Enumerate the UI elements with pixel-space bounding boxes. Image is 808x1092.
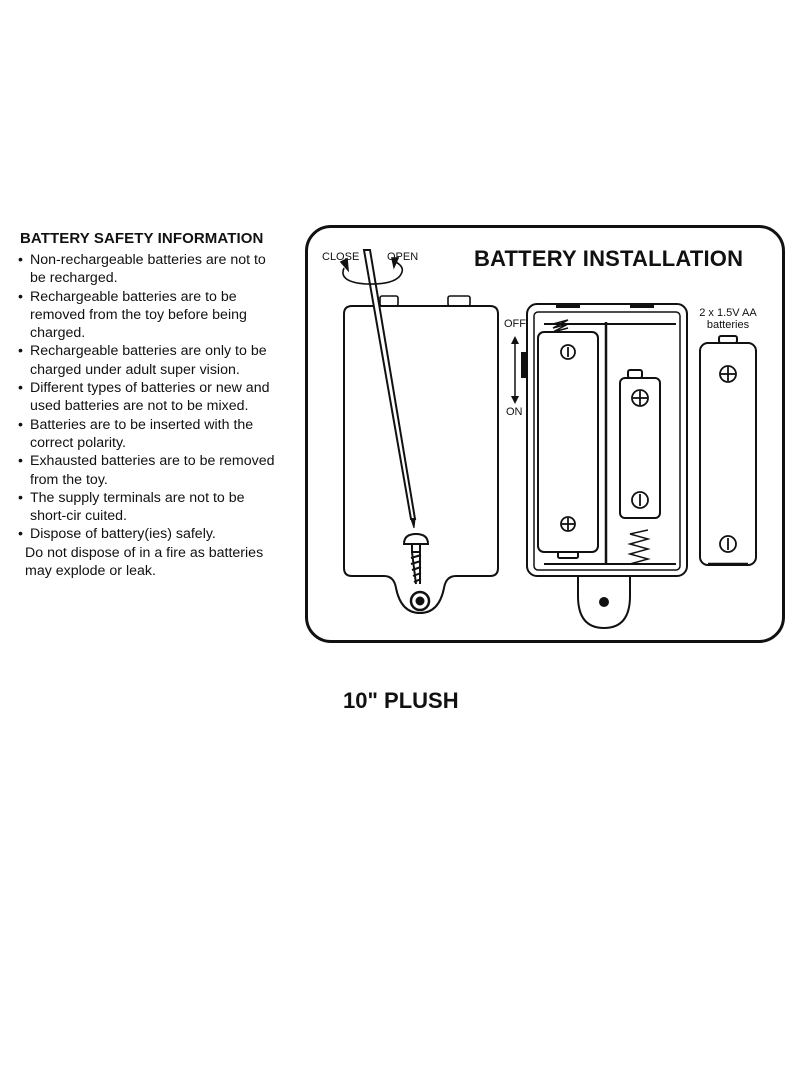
product-model: 10" PLUSH [343, 688, 459, 713]
battery-body [619, 377, 661, 519]
safety-item: • The supply terminals are not to be shor… [18, 489, 300, 526]
battery-cap [627, 369, 643, 379]
plus-terminal-icon [719, 365, 737, 383]
plus-terminal-icon [631, 389, 649, 407]
screw-thread [410, 554, 422, 583]
rotation-arrow [339, 257, 404, 285]
screw-head [402, 532, 430, 545]
compartment-inner [533, 311, 681, 571]
battery-installed-left [537, 331, 599, 559]
battery-safety-section: BATTERY SAFETY INFORMATION • Non-recharge… [18, 230, 300, 580]
safety-item: • Batteries are to be inserted with the c… [18, 416, 300, 453]
bullet: • [18, 416, 23, 433]
loose-aa-battery [699, 335, 757, 566]
safety-item-text: Rechargeable batteries are to be removed… [30, 288, 247, 342]
bullet: • [18, 252, 23, 268]
screwdriver [362, 249, 417, 529]
spring-top [552, 319, 569, 333]
compartment-outer [526, 303, 688, 577]
battery-cap [718, 335, 738, 344]
installation-title: BATTERY INSTALLATION [474, 246, 744, 271]
close-label: CLOSE [322, 251, 360, 263]
screw [402, 532, 430, 585]
safety-item: • Different types of batteries or new and… [18, 379, 300, 416]
spring-bottom [627, 529, 651, 565]
safety-list: • Non-rechargeable batteries are not to b… [18, 251, 300, 544]
rotation-arc [342, 260, 404, 285]
minus-terminal-icon [631, 491, 649, 509]
switch-knob [521, 352, 527, 378]
screwdriver-tip [410, 518, 416, 529]
compartment-screw-hole [599, 597, 609, 607]
bullet: • [18, 288, 23, 305]
minus-terminal-icon [560, 344, 576, 360]
safety-item: • Exhausted batteries are to be removed f… [18, 452, 300, 489]
battery-installation-panel: BATTERY INSTALLATION CLOSE OPEN OFF ON 2… [305, 225, 785, 643]
on-label: ON [506, 406, 523, 418]
safety-item-text: Non-rechargeable batteries are not to be… [30, 252, 266, 287]
safety-item-text: Rechargeable batteries are only to be ch… [30, 343, 267, 378]
battery-compartment [511, 303, 688, 630]
screw-hole-inner [415, 596, 425, 606]
cover-outline [343, 305, 499, 615]
compartment-top-tab-left [556, 304, 580, 308]
safety-item: • Dispose of battery(ies) safely. [18, 525, 300, 543]
cover-tab-right [447, 295, 471, 307]
safety-title: BATTERY SAFETY INFORMATION [20, 230, 264, 247]
screw-hole-outer [409, 590, 431, 612]
screwdriver-shaft [362, 249, 417, 520]
bullet: • [18, 489, 23, 506]
safety-item-text: The supply terminals are not to be short… [30, 489, 245, 525]
off-label: OFF [504, 318, 526, 330]
battery-installed-right [619, 369, 661, 519]
switch-arrow-down [511, 396, 519, 404]
minus-terminal-icon [719, 535, 737, 553]
cover-tab-left [379, 295, 399, 307]
plus-terminal-icon [560, 516, 576, 532]
battery-cover [343, 295, 499, 615]
safety-item: • Rechargeable batteries are to be remove… [18, 288, 300, 343]
battery-cap [557, 551, 579, 559]
safety-item-text: Different types of batteries or new and … [30, 380, 270, 415]
compartment-screw-tab [577, 576, 631, 630]
installation-diagram [339, 249, 757, 630]
safety-extra-text: Do not dispose of in a fire as batteries… [25, 544, 264, 580]
bullet: • [18, 343, 23, 360]
bullet: • [18, 453, 23, 470]
safety-item: • Non-rechargeable batteries are not to b… [18, 251, 300, 288]
safety-item-text: Dispose of battery(ies) safely. [30, 526, 216, 543]
switch-arrow-up [511, 336, 519, 344]
battery-spec-label: 2 x 1.5V AA batteries [699, 307, 757, 331]
safety-item-text: Batteries are to be inserted with the co… [30, 416, 254, 451]
safety-item-text: Exhausted batteries are to be removed fr… [30, 453, 275, 488]
compartment-top-tab-right [630, 304, 654, 308]
rotation-arrowhead-right [391, 257, 400, 270]
bullet: • [18, 526, 23, 543]
safety-item: • Rechargeable batteries are only to be c… [18, 342, 300, 379]
rotation-arrowhead-left [339, 257, 350, 273]
bullet: • [18, 380, 23, 397]
open-label: OPEN [387, 251, 419, 263]
screw-neck [411, 543, 421, 553]
